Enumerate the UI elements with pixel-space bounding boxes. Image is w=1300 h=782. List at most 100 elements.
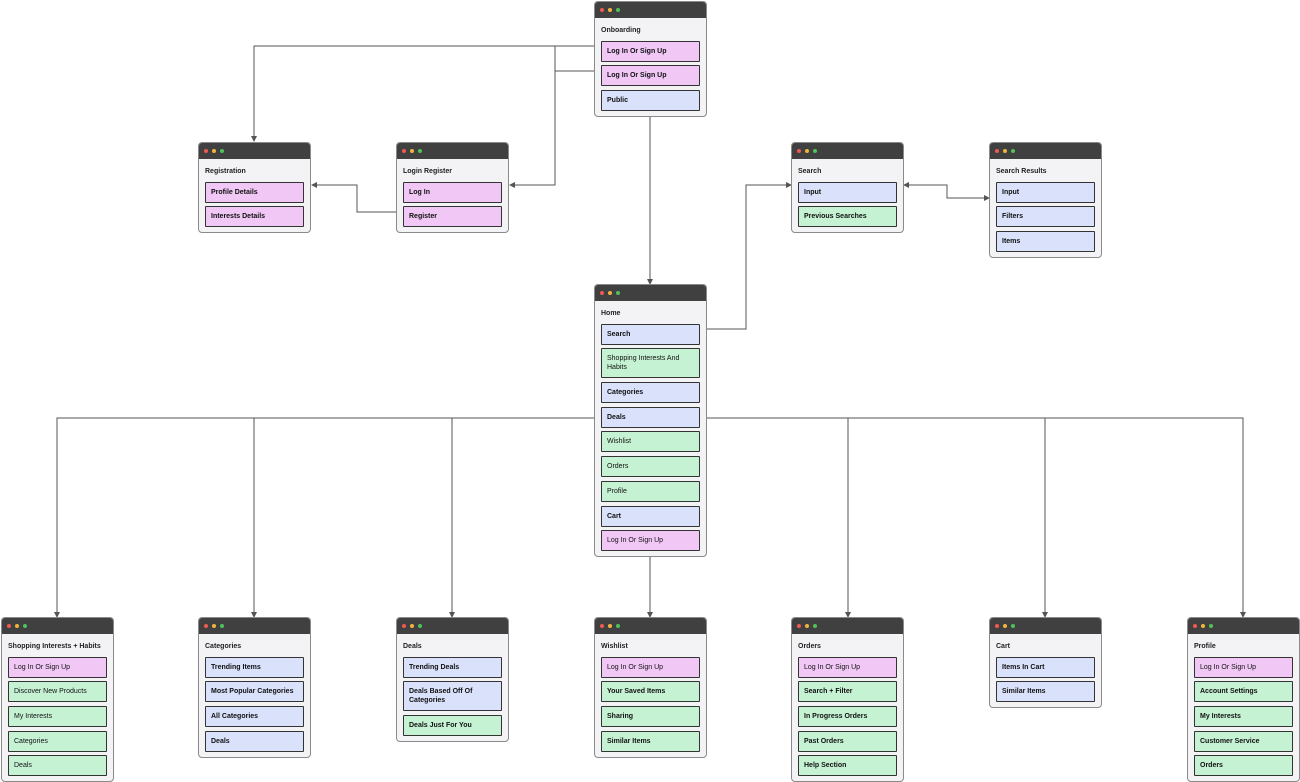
card-item: Profile [601,480,700,502]
window-dot-green-icon [220,624,224,628]
window-titlebar [792,618,903,634]
card-item: Categories [601,382,700,404]
card-item: Customer Service [1194,730,1293,752]
window-dot-red-icon [600,291,604,295]
card-item: Account Settings [1194,681,1293,703]
window-dot-red-icon [7,624,11,628]
window-dot-yellow-icon [212,149,216,153]
card-item: Similar Items [996,681,1095,703]
window-dot-yellow-icon [212,624,216,628]
window-dot-green-icon [1209,624,1213,628]
card-item: Input [996,181,1095,203]
window-dot-yellow-icon [410,149,414,153]
card-title: Categories [205,643,242,650]
window-dot-green-icon [23,624,27,628]
window-dot-green-icon [220,149,224,153]
card-item: Public [601,90,700,112]
window-dot-green-icon [616,291,620,295]
window-dot-yellow-icon [608,8,612,12]
card-item: Discover New Products [8,681,107,703]
card-item: In Progress Orders [798,706,897,728]
card-item: Sharing [601,706,700,728]
window-dot-red-icon [600,8,604,12]
window-dot-yellow-icon [1003,624,1007,628]
card-item: Past Orders [798,730,897,752]
window-dot-red-icon [995,624,999,628]
card-item: All Categories [205,706,304,728]
card-item: Deals [205,730,304,752]
card-title: Cart [996,643,1011,650]
card-item: Previous Searches [798,206,897,228]
window-dot-green-icon [616,624,620,628]
window-dot-green-icon [1011,149,1015,153]
card-title: Onboarding [601,27,641,34]
card-item: Log In Or Sign Up [1194,656,1293,678]
card-title: Shopping Interests + Habits [8,643,101,650]
card-title: Profile [1194,643,1216,650]
window-dot-yellow-icon [608,291,612,295]
card-item: Most Popular Categories [205,681,304,703]
window-titlebar [397,143,508,159]
window-dot-yellow-icon [15,624,19,628]
window-dot-red-icon [402,149,406,153]
card-item: Search + Filter [798,681,897,703]
card-title: Home [601,310,621,317]
connector-home-to-shopping [54,417,594,618]
connector-register-to-registration [311,182,402,213]
card-item: Similar Items [601,730,700,752]
card-item: Deals Just For You [403,715,502,737]
card-item: Interests Details [205,206,304,228]
connector-home-search-to-search [700,182,792,330]
card-item: Log In Or Sign Up [8,656,107,678]
card-item: Items In Cart [996,656,1095,678]
card-item: My Interests [8,706,107,728]
card-item: Profile Details [205,181,304,203]
window-dot-yellow-icon [805,624,809,628]
window-dot-green-icon [616,8,620,12]
card-title: Search [798,168,822,175]
card-title: Deals [403,643,422,650]
window-dot-green-icon [418,149,422,153]
card-item: Help Section [798,755,897,777]
window-dot-red-icon [995,149,999,153]
card-item: Log In Or Sign Up [798,656,897,678]
window-titlebar [199,143,310,159]
window-dot-yellow-icon [1003,149,1007,153]
card-item: Wishlist [601,431,700,453]
card-item: Cart [601,505,700,527]
card-title: Login Register [403,168,453,175]
connector-home-to-orders [706,417,1246,618]
window-dot-yellow-icon [805,149,809,153]
window-dot-green-icon [1011,624,1015,628]
card-title: Registration [205,168,246,175]
window-titlebar [990,618,1101,634]
card-item: Items [996,231,1095,253]
card-item: Shopping Interests And Habits [601,348,700,379]
window-titlebar [595,285,706,301]
window-titlebar [1188,618,1299,634]
window-dot-red-icon [204,149,208,153]
card-item: Log In Or Sign Up [601,530,700,552]
window-dot-red-icon [797,149,801,153]
card-item: Deals Based Off Of Categories [403,681,502,712]
window-dot-red-icon [600,624,604,628]
card-title: Wishlist [601,643,628,650]
card-item: Search [601,323,700,345]
window-dot-yellow-icon [608,624,612,628]
window-dot-green-icon [813,149,817,153]
window-dot-red-icon [402,624,406,628]
window-dot-green-icon [813,624,817,628]
connector-search-to-results [904,184,990,201]
window-titlebar [990,143,1101,159]
card-item: Deals [8,755,107,777]
